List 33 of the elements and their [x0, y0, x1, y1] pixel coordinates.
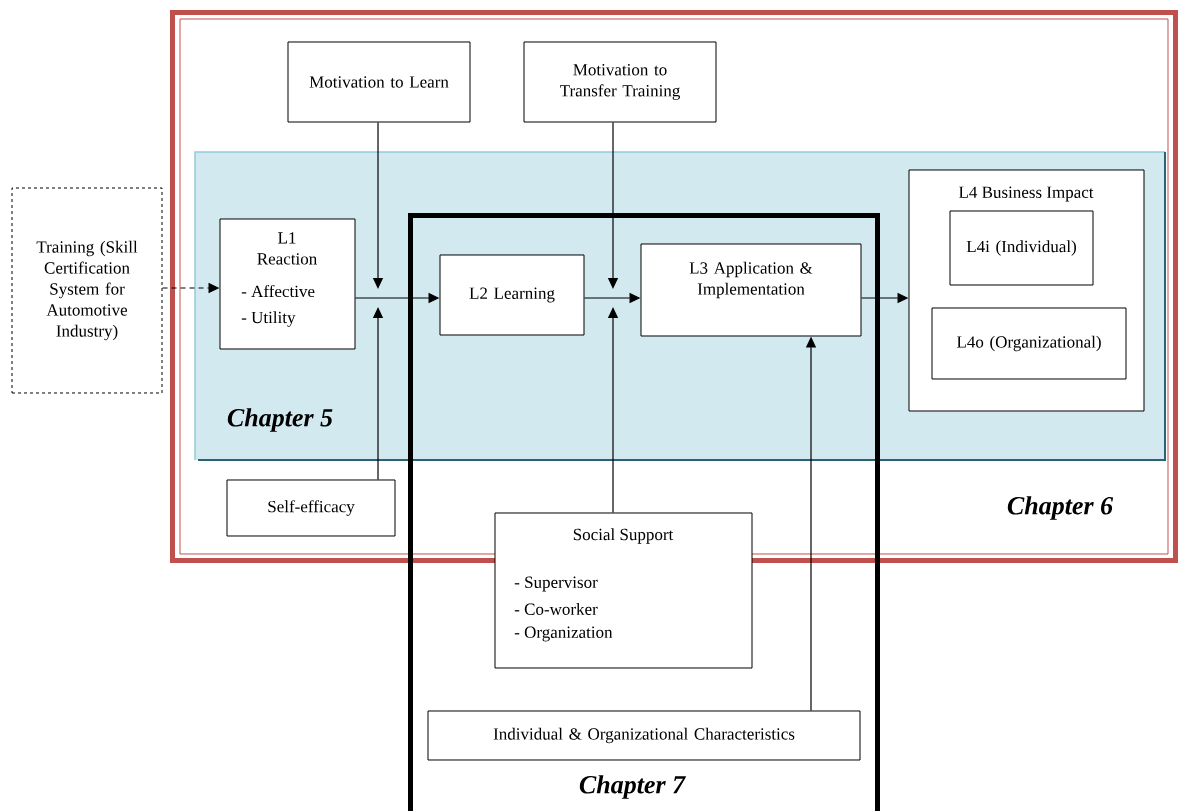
chapter-frame: [408, 213, 880, 811]
input-box: [11, 187, 163, 394]
box-label: Motivation to Transfer Training: [560, 64, 680, 100]
box-label: Self-efficacy: [268, 500, 355, 516]
box-label: L2 Learning: [469, 287, 555, 303]
outcome-box: [949, 210, 1094, 286]
list-item: - Affective: [241, 284, 315, 298]
box-heading: Social Support: [573, 528, 674, 544]
box-label: L4 Business Impact: [958, 186, 1094, 202]
list-item: - Co-worker: [514, 603, 598, 615]
factor-box: [287, 41, 471, 123]
factor-box: [523, 41, 717, 123]
list-item: - Utility: [241, 311, 296, 327]
list-item: - Supervisor: [514, 576, 598, 592]
process-box: [439, 254, 585, 336]
box-label: L4i (Individual): [966, 240, 1076, 256]
box-label: Motivation to Learn: [309, 76, 449, 88]
factor-box: [494, 512, 753, 669]
chapter-frame: [170, 10, 1178, 563]
chapter-label: Chapter 6: [1007, 496, 1114, 520]
box-label: L3 Application & Implementation: [689, 261, 813, 299]
chapter-label: Chapter 5: [227, 408, 333, 432]
box-label: L4o (Organizational): [956, 335, 1101, 352]
box-heading: L1 Reaction: [257, 232, 317, 265]
process-box: [219, 218, 356, 350]
process-box: [640, 243, 862, 337]
factor-box: [427, 710, 861, 761]
list-item: - Organization: [514, 626, 613, 642]
factor-box: [226, 479, 396, 537]
box-label: Individual & Organizational Characteristics: [493, 727, 795, 744]
outcome-box: [931, 307, 1127, 380]
box-label: Training (Skill Certification System for Automotive Industry): [36, 240, 138, 341]
chapter-label: Chapter 7: [579, 775, 686, 799]
